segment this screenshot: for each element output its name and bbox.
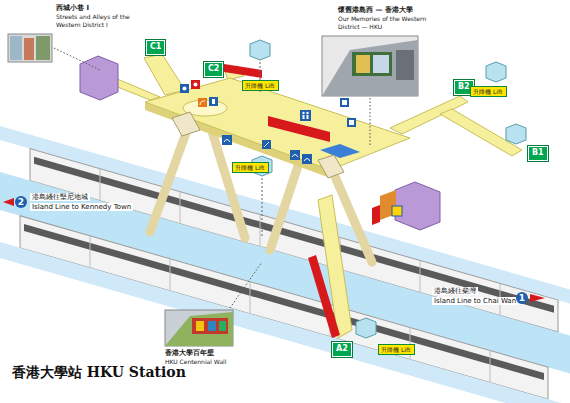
direction-text: 港島綫往柴灣: [432, 287, 478, 295]
lift-cubes: [250, 40, 526, 338]
caption-heading: 西城小巷 I: [56, 4, 134, 12]
direction-text: Island Line to Chai Wan: [432, 297, 518, 305]
stair-bar: [224, 64, 262, 78]
photo-memories: [322, 36, 418, 96]
direction-arrow: [3, 198, 14, 206]
escalators: [172, 112, 344, 178]
caption-text: Streets and Alleys of the Western Distri…: [56, 13, 134, 27]
lift-text: Lift: [255, 164, 264, 171]
photo-caption: 西城小巷 IStreets and Alleys of the Western …: [56, 4, 134, 28]
lift-text: 升降機: [245, 82, 263, 89]
track-level: [0, 126, 570, 403]
direction-number: 1: [516, 292, 528, 304]
exit-box: A2: [332, 342, 352, 357]
exit-code: C1: [150, 43, 161, 52]
caption-heading: 懷舊港島西 — 香港大學: [338, 6, 442, 14]
lift-text: Lift: [265, 82, 274, 89]
exit-box: B1: [528, 146, 548, 161]
direction-text: 港島綫往堅尼地城: [30, 193, 90, 201]
facility-icons: [180, 80, 402, 216]
stair-bar: [268, 116, 330, 142]
photo-centennial-wall: [165, 310, 233, 346]
train-doors: [90, 236, 490, 383]
lift-text: 升降機: [235, 164, 253, 171]
train-windows: [24, 224, 544, 380]
lift-box: 升降機Lift: [378, 344, 415, 355]
corridors: [105, 54, 522, 338]
exit-box: C2: [204, 62, 223, 77]
lift-text: Lift: [493, 88, 502, 95]
lift-box: 升降機Lift: [232, 162, 269, 173]
photo-streets: [8, 34, 52, 62]
diagram-title: 香港大學站 HKU Station: [12, 364, 186, 381]
lift-box: 升降機Lift: [470, 86, 507, 97]
exit-code: B1: [532, 149, 544, 158]
escalator-bar: [308, 255, 340, 338]
leader-lines: [54, 48, 370, 308]
photo-caption: 懷舊港島西 — 香港大學Our Memories of the Western …: [338, 6, 442, 30]
caption-text: Our Memories of the Western District — H…: [338, 15, 442, 29]
lift-text: 升降機: [381, 346, 399, 353]
lift-text: Lift: [401, 346, 410, 353]
service-block: [320, 144, 360, 158]
lift-text: 升降機: [473, 88, 491, 95]
platform: [0, 242, 570, 403]
exit-code: B2: [458, 83, 470, 92]
exit-code: A2: [336, 345, 348, 354]
stair-bar: [372, 205, 380, 225]
direction-number: 2: [15, 196, 27, 208]
direction-text: Island Line to Kennedy Town: [30, 203, 133, 211]
direction-arrow: [530, 294, 545, 302]
photo-caption: 香港大學百年壁HKU Centennial Wall: [165, 349, 255, 366]
exit-code: C2: [208, 65, 219, 74]
lift-box: 升降機Lift: [242, 80, 279, 91]
plant-block: [80, 56, 118, 100]
caption-heading: 香港大學百年壁: [165, 349, 255, 357]
exit-box: C1: [146, 40, 165, 55]
